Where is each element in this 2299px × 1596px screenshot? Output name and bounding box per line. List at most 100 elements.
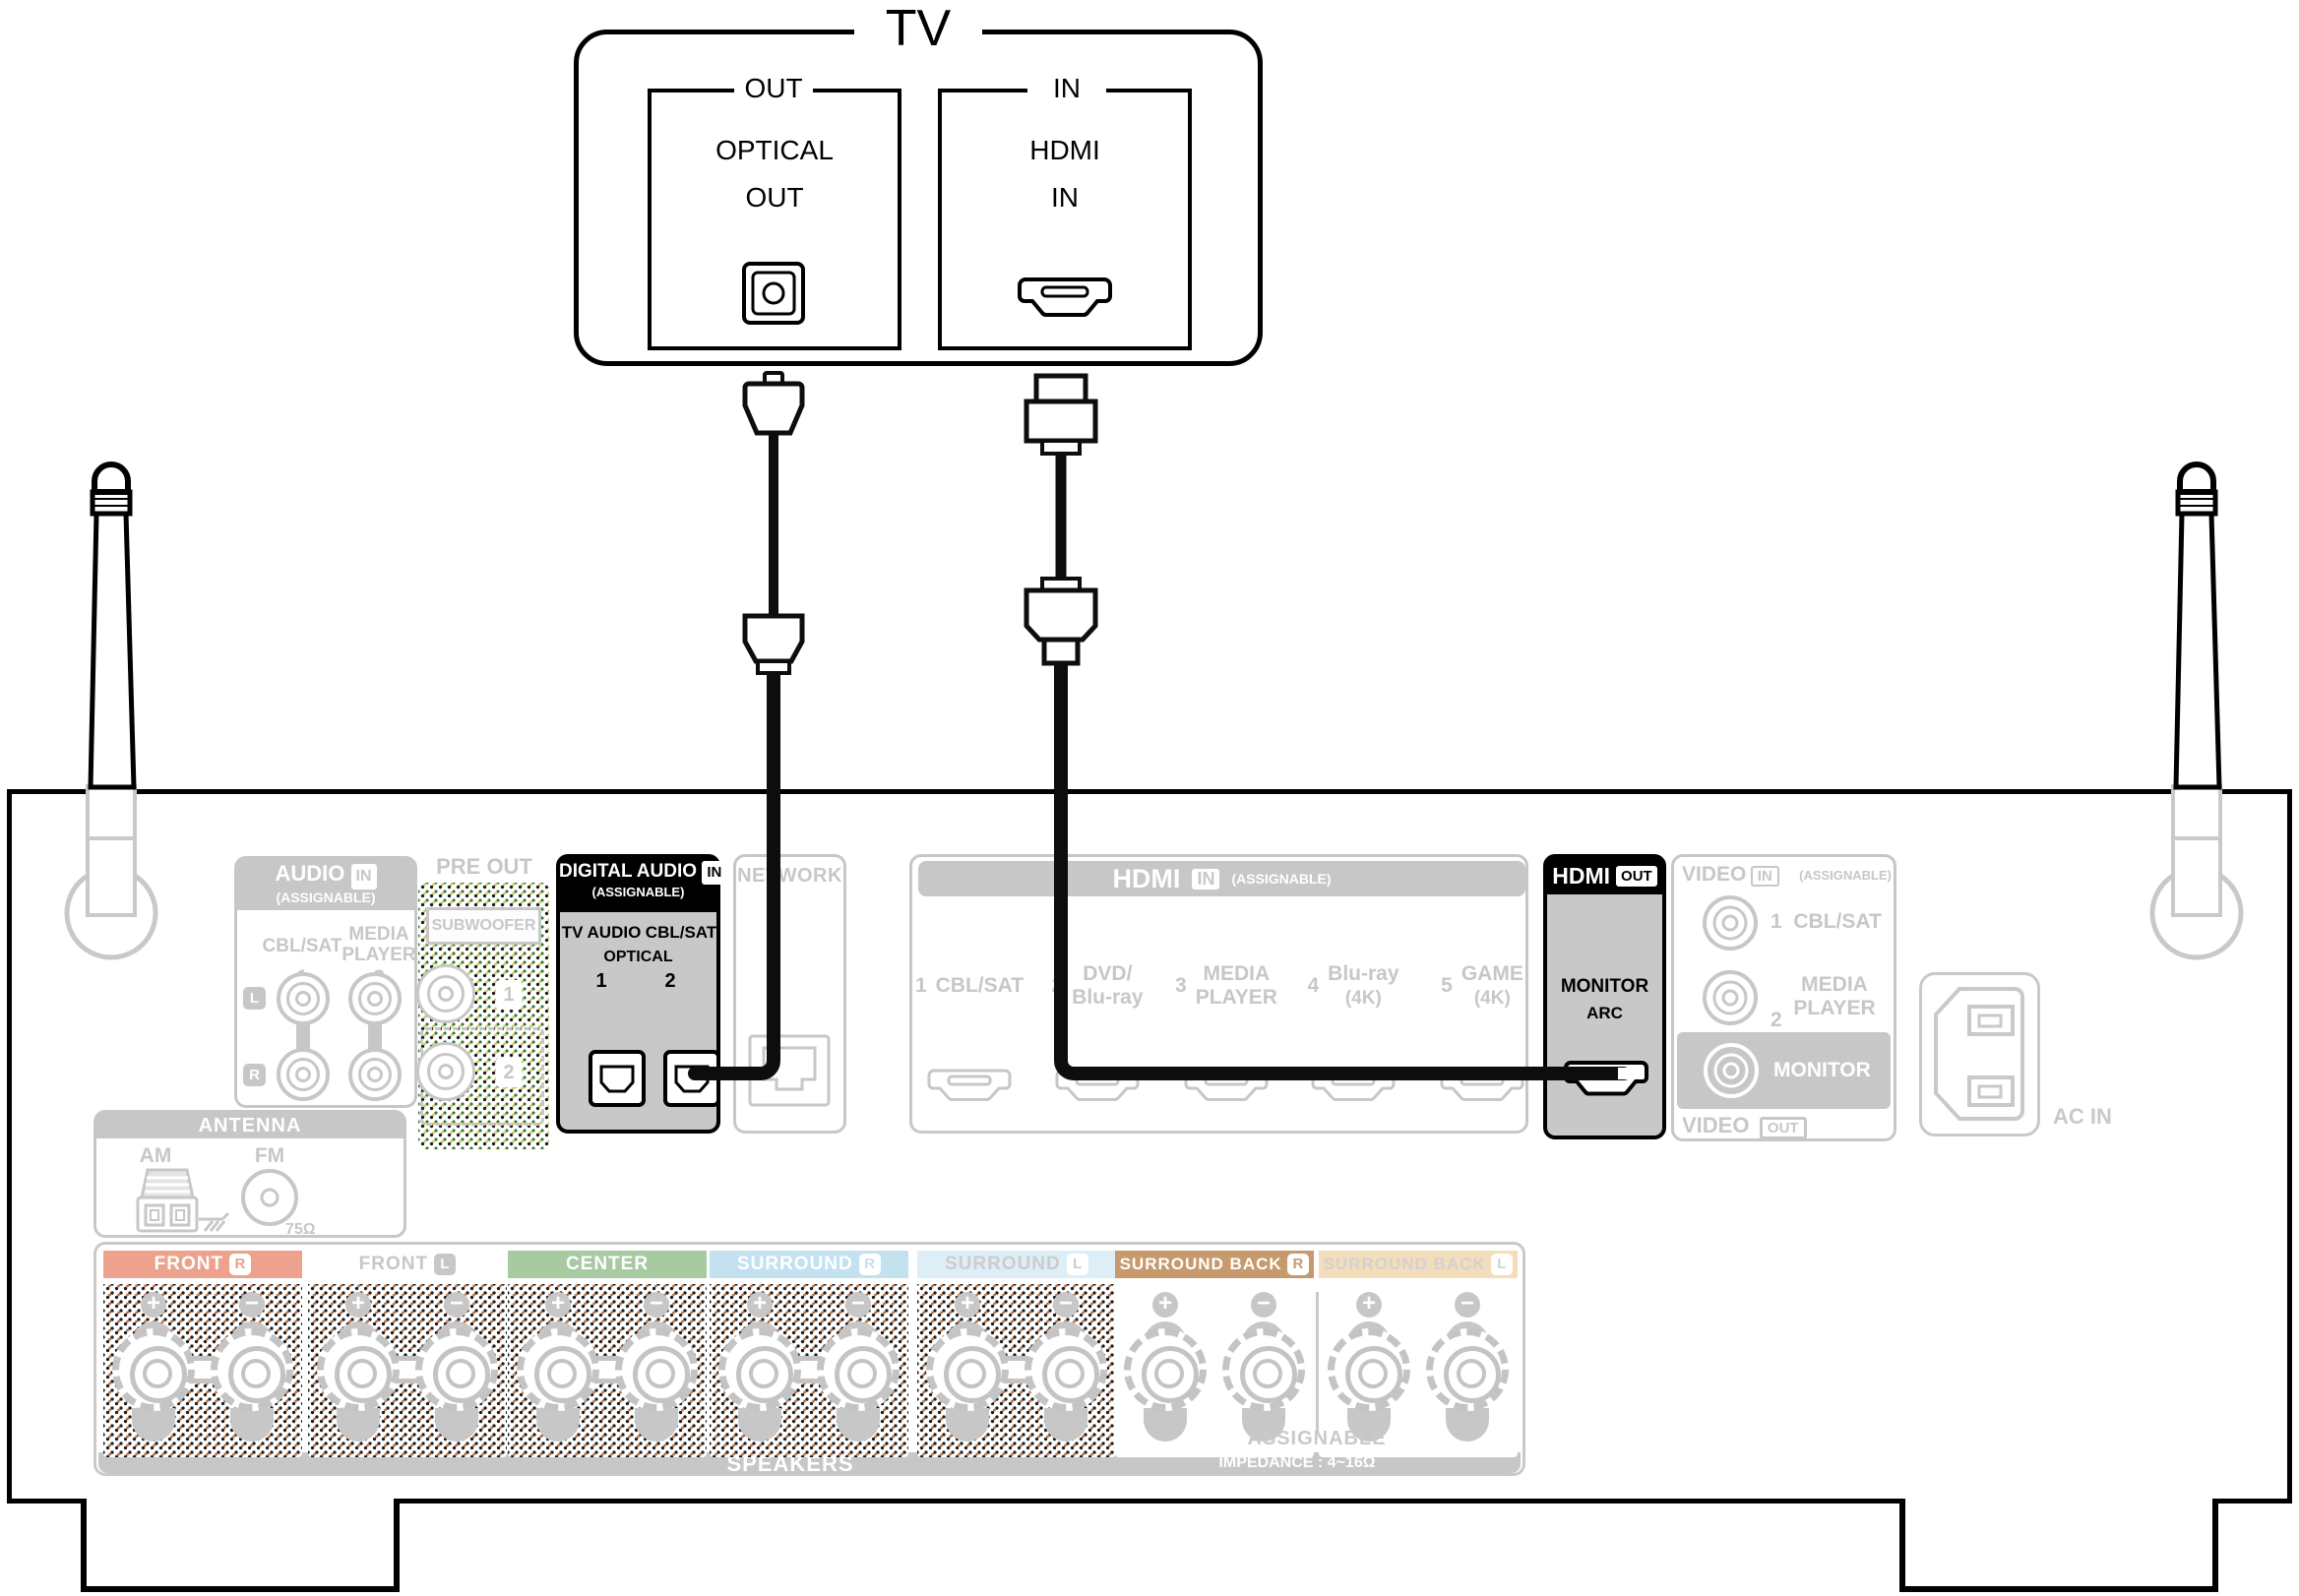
speaker-block-front-l: FRONT L + − — [308, 1251, 507, 1457]
audio-in-header: AUDIO IN (ASSIGNABLE) — [237, 859, 414, 910]
optical-port-1[interactable] — [589, 1050, 646, 1107]
ac-in-label: AC IN — [2053, 1104, 2112, 1129]
rca-jack-audio-1l[interactable] — [277, 972, 330, 1025]
binding-post-minus[interactable]: − — [409, 1284, 504, 1457]
speaker-block-front-r: FRONT R + − — [103, 1251, 302, 1457]
hdmi-in-assignable: (ASSIGNABLE) — [1231, 871, 1332, 887]
tv-optical-port-icon[interactable] — [742, 262, 805, 325]
video-monitor-box: MONITOR — [1677, 1032, 1891, 1109]
video-jack1-label: 1 CBL/SAT — [1771, 910, 1882, 933]
hdmi-port-icon[interactable] — [1055, 1069, 1140, 1104]
hdmi-port-icon[interactable] — [1440, 1069, 1524, 1104]
speaker-terminal-area: + − — [710, 1284, 908, 1457]
binding-post-plus[interactable]: + — [713, 1284, 807, 1457]
digital-cblsat-label: CBL/SAT — [645, 923, 717, 942]
subwoofer-num-2: 2 — [496, 1058, 522, 1087]
video-out-label: VIDEO OUT — [1682, 1113, 1807, 1139]
speaker-header: CENTER — [508, 1251, 707, 1278]
audio-in-left-badge: L — [243, 987, 266, 1010]
rca-bridge — [296, 1024, 310, 1054]
audio-in-title: AUDIO — [275, 861, 345, 886]
binding-post-minus[interactable]: − — [1216, 1284, 1311, 1457]
digital-tv-audio-label: TV AUDIO — [561, 923, 642, 942]
video-in-assignable: (ASSIGNABLE) — [1799, 868, 1892, 883]
hdmi-port-group-5: 5 GAME(4K) — [1423, 960, 1541, 1104]
section-network: NETWORK — [733, 854, 846, 1134]
tv-hdmi-label-1: HDMI — [1029, 135, 1100, 165]
speaker-block-surround-r: SURROUND R + − — [710, 1251, 908, 1457]
video-in-badge: IN — [1750, 866, 1779, 887]
am-terminal-icon[interactable] — [136, 1168, 199, 1235]
hdmi-port-icon[interactable] — [1311, 1069, 1396, 1104]
section-antenna: ANTENNA AM FM 75Ω — [93, 1110, 406, 1238]
impedance-label: IMPEDANCE : 4~16Ω — [1218, 1454, 1376, 1471]
network-title: NETWORK — [737, 865, 842, 887]
audio-in-right-badge: R — [243, 1064, 266, 1086]
subwoofer-label-box: SUBWOOFER — [426, 907, 541, 945]
speaker-header: SURROUND BACK R — [1115, 1251, 1314, 1278]
rca-jack-audio-1r[interactable] — [277, 1048, 330, 1101]
binding-post-minus[interactable]: − — [609, 1284, 704, 1457]
rca-bridge — [368, 1024, 382, 1054]
surround-back-divider — [1316, 1292, 1319, 1434]
binding-post-plus[interactable]: + — [311, 1284, 405, 1457]
hdmi-monitor-arc-port[interactable] — [1564, 1061, 1648, 1098]
binding-post-plus[interactable]: + — [511, 1284, 605, 1457]
fm-terminal-icon[interactable] — [240, 1168, 299, 1227]
hdmi-out-arc-label: ARC — [1586, 1004, 1623, 1022]
tv-in-group-label: IN — [1027, 72, 1106, 105]
digital-optical-label: OPTICAL — [603, 949, 673, 965]
video-rca-jack-1[interactable] — [1702, 894, 1759, 951]
video-monitor-jack[interactable] — [1703, 1042, 1760, 1099]
hdmi-out-header: HDMI OUT — [1546, 857, 1663, 894]
hdmi-port-icon[interactable] — [927, 1069, 1012, 1104]
tv-title: TV — [854, 0, 982, 57]
binding-post-plus[interactable]: + — [1118, 1284, 1212, 1457]
speaker-block-surround-l: SURROUND L + − — [917, 1251, 1116, 1457]
digital-num-2: 2 — [664, 970, 676, 992]
rca-jack-audio-2l[interactable] — [348, 972, 402, 1025]
section-hdmi-out: HDMI OUT MONITOR ARC — [1543, 854, 1666, 1139]
hdmi-out-badge: OUT — [1616, 865, 1657, 887]
speaker-header: SURROUND L — [917, 1251, 1116, 1278]
binding-post-minus[interactable]: − — [205, 1284, 299, 1457]
ethernet-port[interactable] — [748, 1034, 831, 1107]
binding-post-minus[interactable]: − — [1019, 1284, 1113, 1457]
hdmi-port-group-2: 2 DVD/Blu-ray — [1038, 960, 1156, 1104]
optical-port-2[interactable] — [663, 1050, 720, 1107]
hdmi-out-monitor-label: MONITOR — [1560, 976, 1649, 997]
subwoofer-jack-1[interactable] — [416, 964, 475, 1023]
antenna-fm-label: FM — [254, 1144, 285, 1167]
speaker-block-surround-back-l: SURROUND BACK L + − — [1319, 1251, 1518, 1457]
binding-post-plus[interactable]: + — [920, 1284, 1015, 1457]
rca-jack-audio-2r[interactable] — [348, 1048, 402, 1101]
video-rca-jack-2[interactable] — [1702, 969, 1759, 1026]
speaker-header: FRONT R — [103, 1251, 302, 1278]
tv-hdmi-label-2: IN — [1051, 182, 1079, 213]
digital-audio-in-badge: IN — [702, 861, 727, 885]
binding-post-minus[interactable]: − — [1420, 1284, 1515, 1457]
subwoofer-jack-2[interactable] — [416, 1042, 475, 1101]
hdmi-port-icon[interactable] — [1184, 1069, 1269, 1104]
digital-num-1: 1 — [595, 970, 607, 992]
section-pre-out: SUBWOOFER 1 2 — [416, 883, 549, 1149]
binding-post-minus[interactable]: − — [811, 1284, 905, 1457]
section-hdmi-in: HDMI IN (ASSIGNABLE) 1 CBL/SAT 2 DVD/Blu… — [909, 854, 1528, 1134]
binding-post-plus[interactable]: + — [1322, 1284, 1416, 1457]
hdmi-port-group-1: 1 CBL/SAT — [910, 960, 1028, 1104]
tv-hdmi-port-icon[interactable] — [1018, 277, 1112, 321]
antenna-am-label: AM — [139, 1144, 172, 1167]
section-digital-audio-in: DIGITAL AUDIO IN (ASSIGNABLE) TV AUDIO C… — [556, 854, 727, 1134]
audio-in-col1-label: CBL/SAT — [262, 936, 342, 956]
binding-post-plus[interactable]: + — [106, 1284, 201, 1457]
receiver-foot-left — [81, 1499, 400, 1592]
audio-in-badge: IN — [350, 864, 377, 890]
video-in-header: VIDEO IN (ASSIGNABLE) — [1682, 863, 1892, 887]
speaker-header: SURROUND R — [710, 1251, 908, 1278]
speaker-terminal-area: + − — [1115, 1284, 1314, 1457]
